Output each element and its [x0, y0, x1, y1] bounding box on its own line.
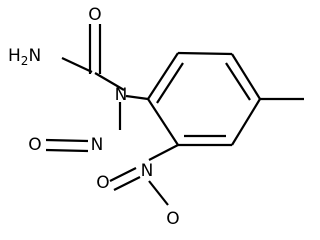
chemical-structure: H2N O N N O N O O: [8, 5, 304, 229]
bond-nitro-o-left-2: [113, 176, 141, 191]
atom-label-nitro-nitrogen: N: [141, 161, 154, 181]
bond-n-o-double-1: [45, 138, 89, 143]
bond-n-o-double-2: [45, 148, 89, 153]
amide-h-label: H: [8, 46, 21, 66]
atom-label-amide-nitrogen: H2N: [8, 46, 41, 68]
bond-ring-nitro: [148, 144, 179, 161]
atom-label-carbonyl-oxygen: O: [88, 5, 101, 25]
bond-c-nh2: [61, 57, 93, 73]
ring-bond-6: [147, 98, 179, 146]
atom-label-nitroso-nitrogen: N: [91, 135, 104, 155]
bond-nitro-o-bottom: [148, 180, 169, 206]
bond-c-n: [94, 72, 125, 91]
bond-nitro-o-left: [109, 167, 137, 182]
ring-bond-3-inner: [225, 62, 251, 101]
atom-label-nitroso-oxygen: O: [28, 135, 41, 155]
atom-label-urea-nitrogen: N: [115, 85, 128, 105]
ring-bond-1-inner: [156, 62, 184, 104]
ring-bond-4: [231, 98, 261, 146]
bond-layer: [45, 24, 304, 206]
ring-bond-2: [177, 51, 233, 56]
ring-bond-3: [231, 53, 261, 100]
atom-label-nitro-oxygen-bottom: O: [166, 209, 179, 229]
atom-label-nitro-oxygen-left: O: [96, 173, 109, 193]
bond-n-ring: [125, 94, 149, 101]
ring-bond-1: [147, 52, 179, 100]
amide-h-subscript: 2: [21, 54, 29, 68]
amide-n-label: N: [28, 46, 41, 66]
